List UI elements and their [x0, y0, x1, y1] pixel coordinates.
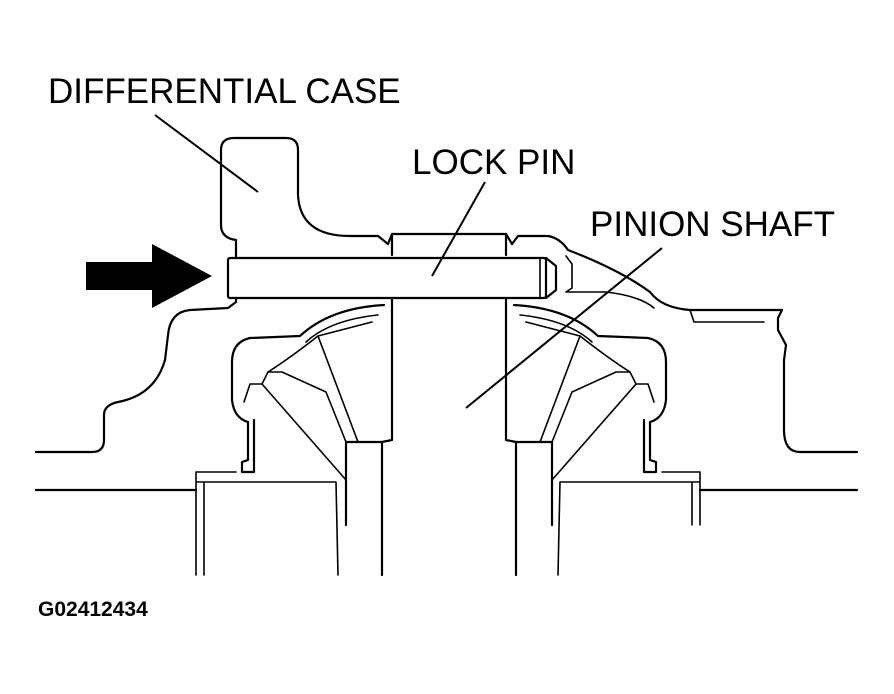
left-side-gear: [195, 303, 386, 576]
differential-case-outline: [34, 136, 859, 492]
label-differential-case: DIFFERENTIAL CASE: [48, 72, 401, 111]
figure-id: G02412434: [38, 598, 148, 621]
pinion-shaft-bore: [344, 296, 554, 577]
leader-lock-pin: [431, 181, 486, 277]
arrow-icon: [86, 244, 212, 308]
label-lock-pin: LOCK PIN: [412, 143, 575, 182]
label-pinion-shaft: PINION SHAFT: [590, 205, 835, 244]
right-side-gear: [512, 303, 701, 576]
lock-pin: [226, 238, 558, 304]
leader-differential-case: [154, 114, 259, 193]
leader-pinion-shaft: [465, 247, 663, 409]
